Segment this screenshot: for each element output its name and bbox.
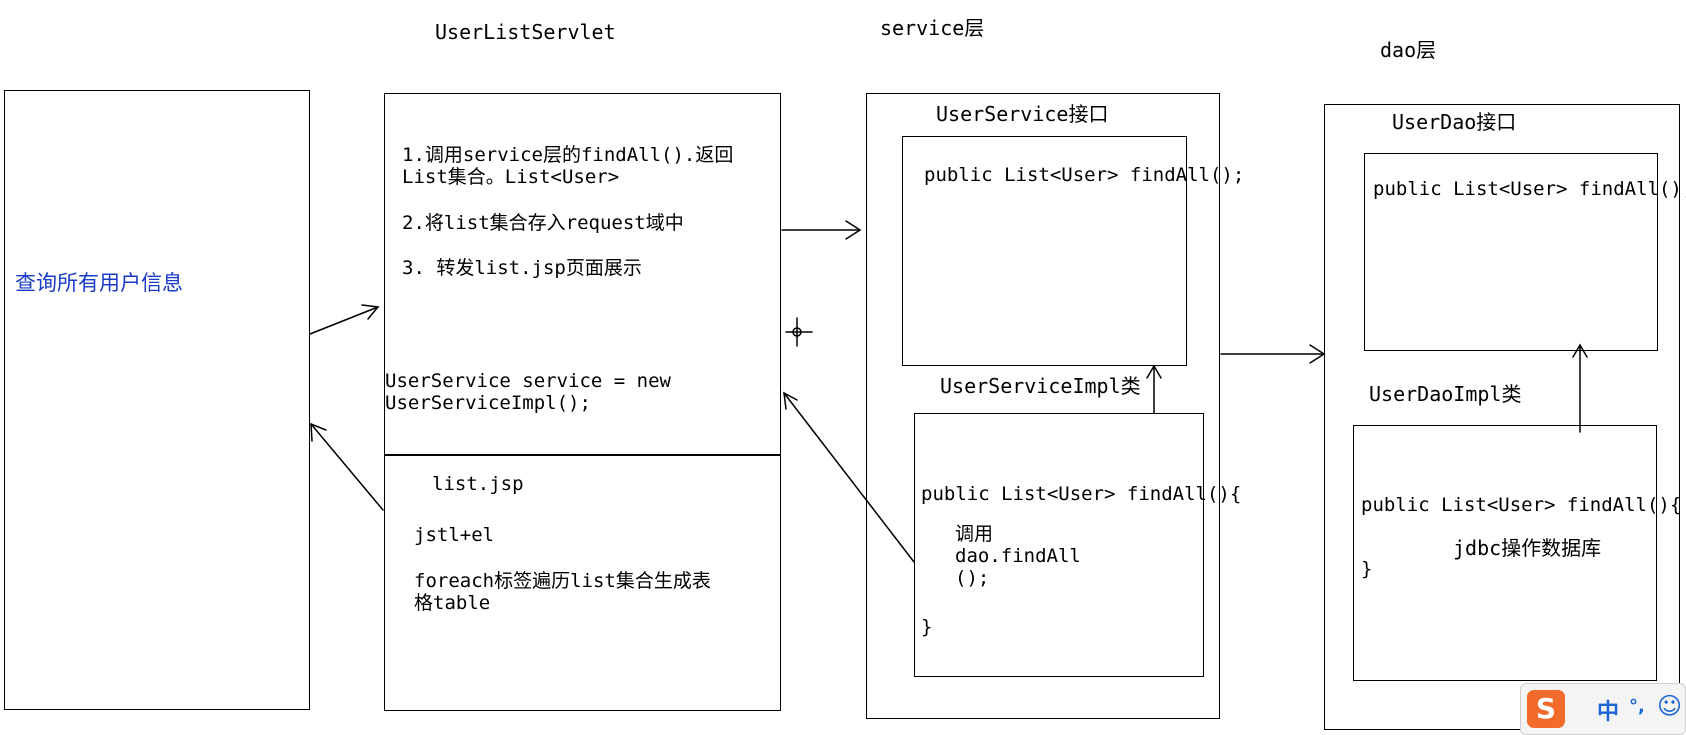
service-impl-body: 调用 dao.findAll (); [955,523,1081,589]
jsp-title: list.jsp [432,473,524,495]
dao-interface-box [1364,153,1658,351]
servlet-step1: 1.调用service层的findAll().返回 List集合。List<Us… [402,144,734,188]
servlet-step3: 3. 转发list.jsp页面展示 [402,257,642,279]
dao-impl-body: jdbc操作数据库 [1453,536,1602,560]
service-layer-title: service层 [880,16,985,40]
service-interface-box [902,136,1187,366]
crosshair-cursor-icon [785,317,813,347]
sogou-logo-icon[interactable]: S [1527,690,1565,728]
service-impl-close: } [921,616,933,638]
dao-layer-box [1324,104,1680,730]
arrow-jsp-to-client [310,423,384,511]
dao-layer-title: dao层 [1380,38,1437,62]
servlet-jsp-divider [384,454,781,456]
dao-interface-method: public List<User> findAll(); [1373,178,1686,200]
service-interface-method: public List<User> findAll(); [924,164,1245,186]
service-interface-label: UserService接口 [936,102,1109,126]
emoji-icon[interactable]: ☺ [1657,692,1683,720]
service-impl-signature: public List<User> findAll(){ [921,483,1242,505]
servlet-box [384,93,781,711]
arrow-client-to-servlet [309,306,379,335]
dao-impl-close: } [1361,558,1373,580]
servlet-step2: 2.将list集合存入request域中 [402,212,684,234]
service-impl-label: UserServiceImpl类 [940,374,1141,398]
servlet-title: UserListServlet [435,20,616,44]
ime-toolbar[interactable]: S 中 °, ☺ [1520,683,1686,735]
client-query-text: 查询所有用户信息 [15,271,183,295]
ime-language-toggle[interactable]: 中 [1597,700,1620,725]
servlet-service-declaration: UserService service = new UserServiceImp… [385,370,671,414]
ime-punctuation-toggle[interactable]: °, [1629,696,1645,717]
dao-interface-label: UserDao接口 [1392,110,1517,134]
dao-impl-box [1353,425,1657,681]
jsp-description: foreach标签遍历list集合生成表 格table [414,570,711,614]
jsp-tech: jstl+el [414,524,495,546]
dao-impl-label: UserDaoImpl类 [1369,382,1522,406]
dao-impl-signature: public List<User> findAll(){ [1361,494,1682,516]
client-box [4,90,310,710]
